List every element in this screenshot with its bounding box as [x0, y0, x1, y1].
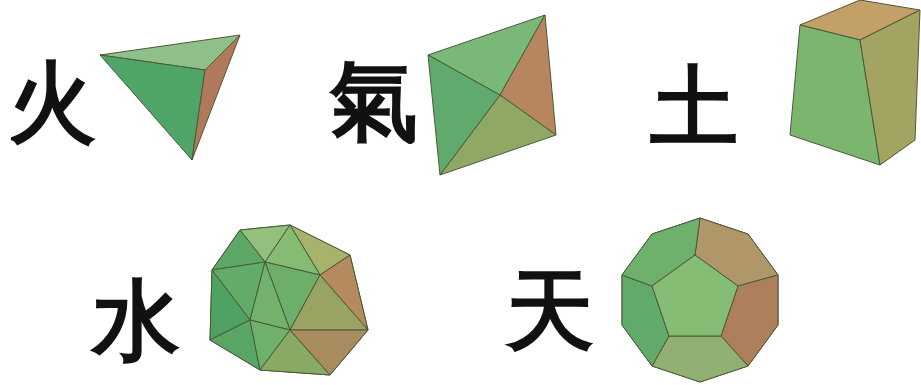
element-character: 水 [92, 276, 180, 364]
cube [790, 0, 920, 165]
tetrahedron [100, 35, 240, 160]
element-character: 火 [8, 58, 96, 146]
element-character: 土 [650, 62, 738, 150]
element-character: 氣 [330, 56, 418, 144]
icosahedron [210, 225, 368, 375]
octahedron [428, 15, 556, 175]
element-character: 天 [506, 266, 594, 354]
dodecahedron [622, 218, 778, 382]
